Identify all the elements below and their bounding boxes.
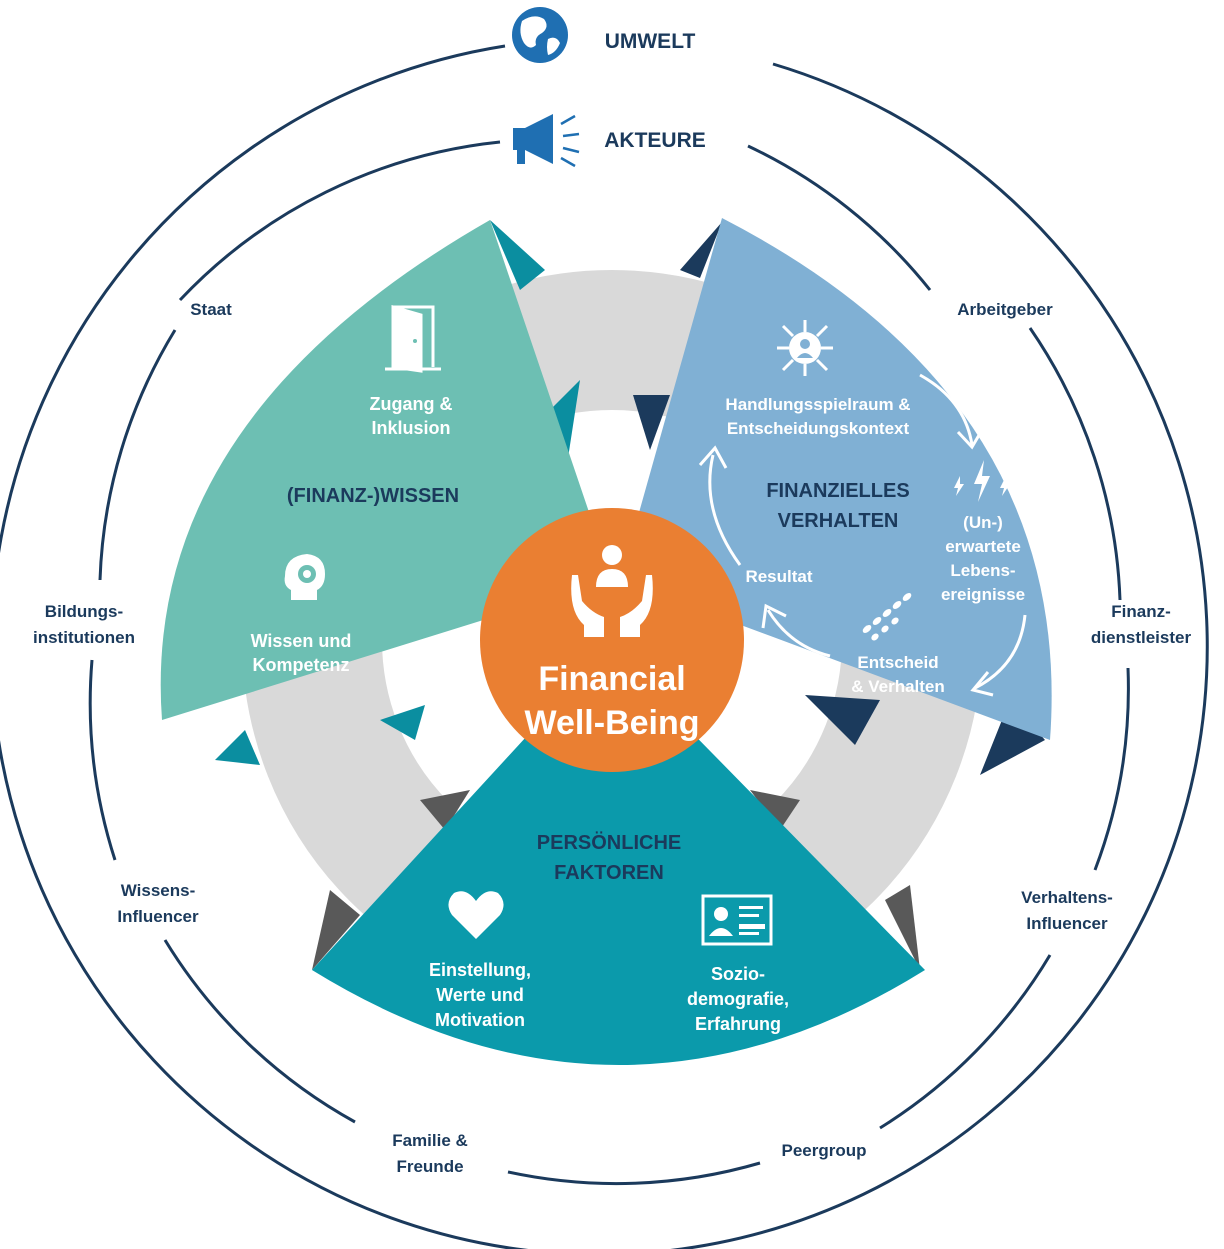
faktoren-title-line2: FAKTOREN [554,862,664,884]
verhalten-title-line2: VERHALTEN [778,510,899,532]
actor-finanz-line2: dienstleister [1091,628,1192,647]
akteure-label: AKTEURE [604,129,706,152]
actor-bildungs-line1: Bildungs- [45,602,123,621]
actor-finanz-line1: Finanz- [1111,602,1171,621]
hands-person-icon [571,545,653,637]
ereignisse-line1: (Un-) [963,513,1003,532]
actor-wissens-line2: Influencer [117,907,199,926]
ereignisse-line2: erwartete [945,537,1021,556]
center-line1: Financial [538,660,685,698]
ereignisse-line4: ereignisse [941,585,1025,604]
entscheid-line2: & Verhalten [851,677,945,696]
heart-icon [448,891,504,939]
outer-rings [0,44,1209,1249]
actor-peergroup: Peergroup [781,1141,866,1160]
actor-verhaltens-line1: Verhaltens- [1021,888,1113,907]
megaphone-icon [513,114,580,168]
footsteps-icon [862,593,912,641]
cycle-arrows [698,373,1027,697]
verhalten-title-line1: FINANZIELLES [766,480,909,502]
outer-ring-umwelt [0,44,1209,1249]
actor-wissens-line1: Wissens- [121,881,195,900]
kontext-line1: Handlungsspielraum & [725,395,910,414]
kontext-line2: Entscheidungskontext [727,419,910,438]
actor-verhaltens-line2: Influencer [1026,914,1108,933]
einstellung-line2: Werte und [436,985,524,1005]
inner-ring-akteure [178,140,501,302]
center-circle [480,508,744,772]
actor-familie-line1: Familie & [392,1131,468,1150]
zugang-line2: Inklusion [371,418,450,438]
kompetenz-line2: Kompetenz [252,655,349,675]
actor-familie-line2: Freunde [396,1157,463,1176]
faktoren-labels: PERSÖNLICHE FAKTOREN Einstellung, Werte … [429,831,789,1034]
einstellung-line1: Einstellung, [429,960,531,980]
faktoren-title-line1: PERSÖNLICHE [537,831,681,854]
center-labels: Financial Well-Being [524,660,699,742]
actor-ring-segments [88,144,1130,1186]
actor-arbeitgeber: Arbeitgeber [957,300,1053,319]
actor-labels: Staat Arbeitgeber Bildungs- institutione… [33,300,1191,1176]
door-icon [385,305,441,373]
resultat-label: Resultat [745,567,812,586]
sozio-line1: Sozio- [711,964,765,984]
sozio-line3: Erfahrung [695,1014,781,1034]
actor-bildungs-line2: institutionen [33,628,135,647]
id-card-icon [701,894,773,946]
einstellung-line3: Motivation [435,1010,525,1030]
outer-labels: UMWELT AKTEURE [604,30,706,152]
sozio-line2: demografie, [687,989,789,1009]
ereignisse-line3: Lebens- [950,561,1015,580]
globe-icon [512,7,568,63]
verhalten-labels: FINANZIELLES VERHALTEN Handlungsspielrau… [725,395,1025,696]
actor-staat: Staat [190,300,232,319]
wissen-title: (FINANZ-)WISSEN [287,485,459,507]
umwelt-label: UMWELT [605,30,696,53]
head-gear-icon [284,554,325,600]
segment-faktoren [312,700,925,1065]
center-line2: Well-Being [524,704,699,742]
entscheid-line1: Entscheid [857,653,938,672]
network-icon [777,320,833,376]
zugang-line1: Zugang & [370,394,453,414]
lightning-icon [954,460,1010,502]
wissen-labels: (FINANZ-)WISSEN Zugang & Inklusion Wisse… [251,394,460,675]
kompetenz-line1: Wissen und [251,631,352,651]
